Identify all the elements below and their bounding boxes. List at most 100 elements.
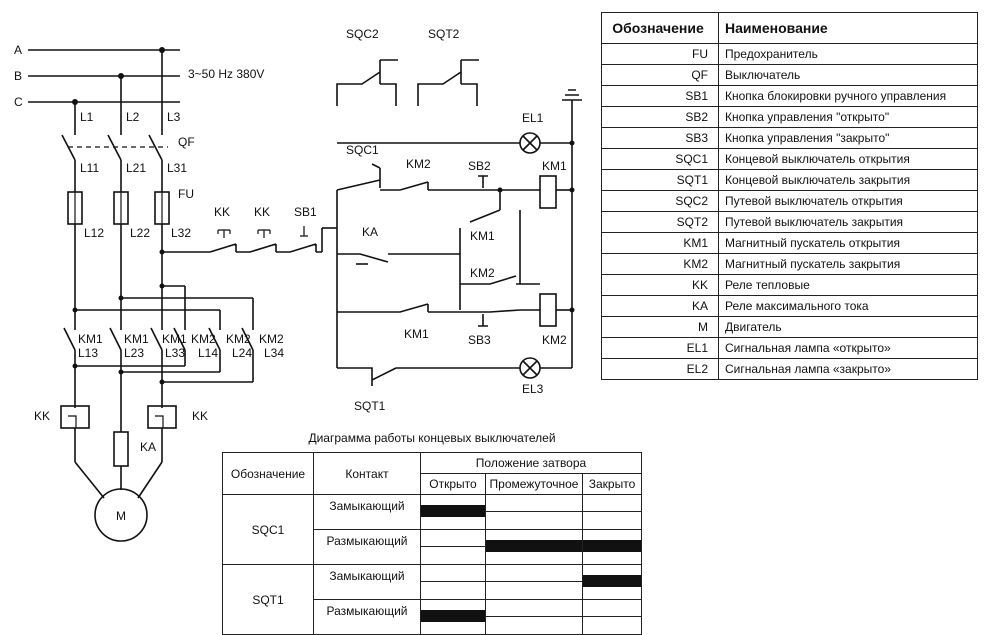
- phase-label-c: C: [14, 95, 23, 109]
- legend-code: KK: [601, 274, 719, 296]
- line-l22: L22: [130, 226, 150, 240]
- timing-closed-bar: [582, 564, 642, 600]
- legend-name: Путевой выключатель закрытия: [718, 211, 978, 233]
- line-l24: L24: [232, 346, 252, 360]
- power-conductors: L1 L2 L3 QF L11 L21 L31 FU L12 L22 L32: [34, 50, 284, 542]
- timing-pos-closed: Закрыто: [582, 473, 642, 495]
- sqt1-label: SQT1: [354, 399, 386, 413]
- line-l21: L21: [126, 161, 146, 175]
- kk2-label: KK: [254, 205, 270, 219]
- legend-code: EL1: [601, 337, 719, 359]
- legend-code: M: [601, 316, 719, 338]
- line-l3: L3: [167, 110, 181, 124]
- km2-ctrl2-label: KM2: [470, 266, 495, 280]
- legend-name: Предохранитель: [718, 43, 978, 65]
- timing-switch-code: SQT1: [222, 564, 314, 635]
- ka-coil: [113, 431, 129, 467]
- legend-name: Кнопка блокировки ручного управления: [718, 85, 978, 107]
- timing-open-lane: [582, 599, 642, 635]
- phase-label-a: A: [14, 43, 22, 57]
- legend-name: Кнопка управления "закрыто": [718, 127, 978, 149]
- line-l13: L13: [78, 346, 98, 360]
- timing-open-lane: [420, 564, 486, 600]
- line-l23: L23: [124, 346, 144, 360]
- kk-right-label: KK: [192, 409, 208, 423]
- timing-contact-name: Размыкающий: [313, 529, 421, 565]
- legend-code: SB3: [601, 127, 719, 149]
- sqc2-label: SQC2: [346, 27, 379, 41]
- phase-bus: A B C 3~50 Hz 380V: [14, 43, 264, 109]
- thermal-relay-right: [147, 405, 177, 429]
- legend-name: Выключатель: [718, 64, 978, 86]
- legend-code: KM2: [601, 253, 719, 275]
- timing-closed-bar: [485, 529, 583, 565]
- ka-label: KA: [362, 225, 378, 239]
- km1-ctrl-label: KM1: [470, 229, 495, 243]
- legend-code: SQC1: [601, 148, 719, 170]
- timing-header-position: Положение затвора: [420, 452, 642, 474]
- sb3-label: SB3: [468, 333, 491, 347]
- timing-header-code: Обозначение: [222, 452, 314, 495]
- control-circuit: KK KK SB1 SQC1 KM2 SB2 KM1 KM1 KA: [159, 27, 582, 413]
- legend-name: Концевой выключатель открытия: [718, 148, 978, 170]
- legend-code: SQT2: [601, 211, 719, 233]
- kk-left-label: KK: [34, 409, 50, 423]
- km2-contact-1: KM2: [191, 332, 216, 346]
- km1-coil-label: KM1: [542, 159, 567, 173]
- km2-contact-2: KM2: [226, 332, 251, 346]
- km2-coil: [539, 293, 557, 327]
- timing-closed-bar: [582, 529, 642, 565]
- legend-name: Магнитный пускатель закрытия: [718, 253, 978, 275]
- legend-name: Концевой выключатель закрытия: [718, 169, 978, 191]
- legend-code: SQC2: [601, 190, 719, 212]
- timing-open-lane: [485, 599, 583, 635]
- line-l2: L2: [126, 110, 140, 124]
- legend-header-code: Обозначение: [601, 12, 719, 44]
- timing-open-lane: [420, 529, 486, 565]
- legend-name: Путевой выключатель открытия: [718, 190, 978, 212]
- sqt2-label: SQT2: [428, 27, 460, 41]
- ka-coil-label: KA: [140, 440, 156, 454]
- legend-code: SQT1: [601, 169, 719, 191]
- phase-label-b: B: [14, 69, 22, 83]
- legend-name: Магнитный пускатель открытия: [718, 232, 978, 254]
- line-l12: L12: [84, 226, 104, 240]
- line-l32: L32: [171, 226, 191, 240]
- sqc1-label: SQC1: [346, 143, 379, 157]
- timing-pos-mid: Промежуточное: [485, 473, 583, 495]
- line-l11: L11: [80, 161, 99, 175]
- legend-code: EL2: [601, 358, 719, 380]
- km1-contact-1: KM1: [78, 332, 103, 346]
- timing-contact-name: Размыкающий: [313, 599, 421, 635]
- legend-header-row: Обозначение Наименование: [601, 12, 978, 44]
- line-l31: L31: [167, 161, 187, 175]
- line-l1: L1: [80, 110, 94, 124]
- timing-table: Обозначение Контакт Положение затвора От…: [222, 452, 642, 635]
- km1-coil: [539, 175, 557, 209]
- legend-code: SB1: [601, 85, 719, 107]
- line-l14: L14: [198, 346, 218, 360]
- km1-contact-3: KM1: [162, 332, 187, 346]
- timing-contact-name: Замыкающий: [313, 564, 421, 600]
- legend-name: Двигатель: [718, 316, 978, 338]
- km2-ctrl-label: KM2: [406, 157, 431, 171]
